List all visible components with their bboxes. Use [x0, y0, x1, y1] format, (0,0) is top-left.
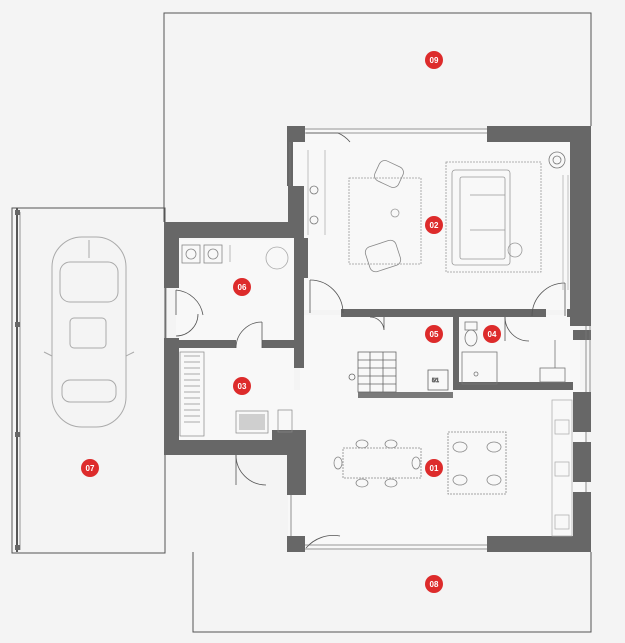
room-badge-08: 08: [425, 575, 443, 593]
washing-machine-icon: [181, 244, 289, 270]
svg-text:03: 03: [238, 382, 247, 391]
svg-text:02: 02: [430, 221, 439, 230]
room-badge-04: 04: [483, 325, 501, 343]
sofa-icon: [348, 161, 542, 273]
svg-text:04: 04: [488, 330, 497, 339]
room-badge-02: 02: [425, 216, 443, 234]
car-icon: [43, 236, 135, 428]
room-badge-03: 03: [233, 377, 251, 395]
kitchen-counter: [551, 399, 573, 537]
svg-text:07: 07: [86, 464, 95, 473]
svg-text:08: 08: [430, 580, 439, 589]
dining-table-icon: [333, 431, 507, 495]
doors: [175, 132, 566, 549]
svg-text:05: 05: [430, 330, 439, 339]
toilet-icon: [461, 321, 566, 385]
terrace-outlines: [11, 12, 592, 633]
svg-text:06: 06: [238, 283, 247, 292]
svg-text:09: 09: [430, 56, 439, 65]
room-badges: 01 02 03 04 05 06 07 08: [81, 51, 501, 593]
stairs: 5/1: [348, 351, 449, 393]
room-badge-01: 01: [425, 459, 443, 477]
stair-label: 5/1: [432, 378, 439, 384]
wardrobe: [179, 351, 293, 437]
living-storage: [307, 150, 569, 290]
room-badge-07: 07: [81, 459, 99, 477]
armchair-icon: [364, 160, 404, 273]
room-badge-09: 09: [425, 51, 443, 69]
walls: [164, 126, 591, 552]
interior-floors: [176, 130, 585, 548]
room-badge-05: 05: [425, 325, 443, 343]
plant-icon: [309, 151, 566, 225]
terrace-south-outline: [192, 552, 592, 633]
room-badge-06: 06: [233, 278, 251, 296]
terrace-north-outline: [163, 12, 592, 222]
svg-text:01: 01: [430, 464, 439, 473]
